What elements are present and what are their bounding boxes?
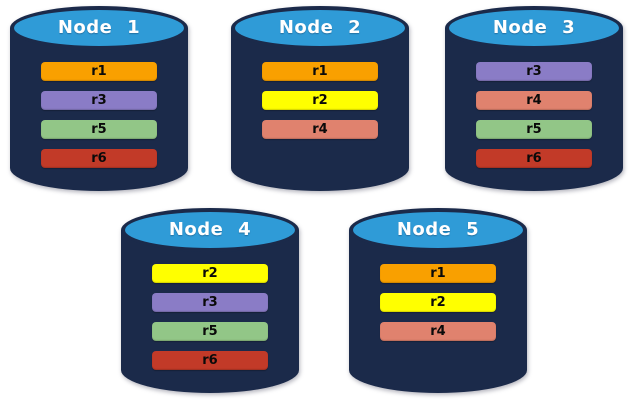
cylinder-top-ellipse [10,6,188,50]
node-cylinder-5: Node 5 r1 r2 r4 [349,206,527,394]
cylinder-top-ellipse [121,208,299,252]
node-cylinder-3: Node 3 r3 r4 r5 r6 [445,4,623,192]
node-title: Node 5 [396,219,480,240]
node-cylinder-1: Node 1 r1 r3 r5 r6 [10,4,188,192]
node-title: Node 3 [492,17,576,38]
replica-bar-r6: r6 [152,351,268,370]
replica-bar-r2: r2 [380,293,496,312]
replica-bar-r1: r1 [41,62,157,81]
replica-bar-r5: r5 [152,322,268,341]
node-title: Node 4 [168,219,252,240]
replica-bar-r1: r1 [262,62,378,81]
replica-bar-group: r2 r3 r5 r6 [121,206,299,394]
node-title: Node 1 [57,17,141,38]
node-title: Node 2 [278,17,362,38]
replica-bar-r6: r6 [476,149,592,168]
replica-bar-group: r3 r4 r5 r6 [445,4,623,192]
replica-bar-r5: r5 [41,120,157,139]
replica-bar-r3: r3 [152,293,268,312]
cylinder-top-ellipse [445,6,623,50]
replica-bar-r6: r6 [41,149,157,168]
replica-bar-r3: r3 [41,91,157,110]
replica-bar-r1: r1 [380,264,496,283]
replica-bar-r4: r4 [476,91,592,110]
node-cylinder-4: Node 4 r2 r3 r5 r6 [121,206,299,394]
cylinder-top-ellipse [231,6,409,50]
replica-bar-r3: r3 [476,62,592,81]
replica-bar-r5: r5 [476,120,592,139]
cylinder-shape [231,4,409,192]
replica-bar-r2: r2 [262,91,378,110]
node-cylinder-2: Node 2 r1 r2 r4 [231,4,409,192]
replica-bar-r4: r4 [262,120,378,139]
cylinder-shape [445,4,623,192]
replica-bar-r2: r2 [152,264,268,283]
replica-bar-group: r1 r3 r5 r6 [10,4,188,192]
replica-bar-group: r1 r2 r4 [349,206,527,394]
replica-bar-group: r1 r2 r4 [231,4,409,192]
cylinder-top-ellipse [349,208,527,252]
replica-bar-r4: r4 [380,322,496,341]
